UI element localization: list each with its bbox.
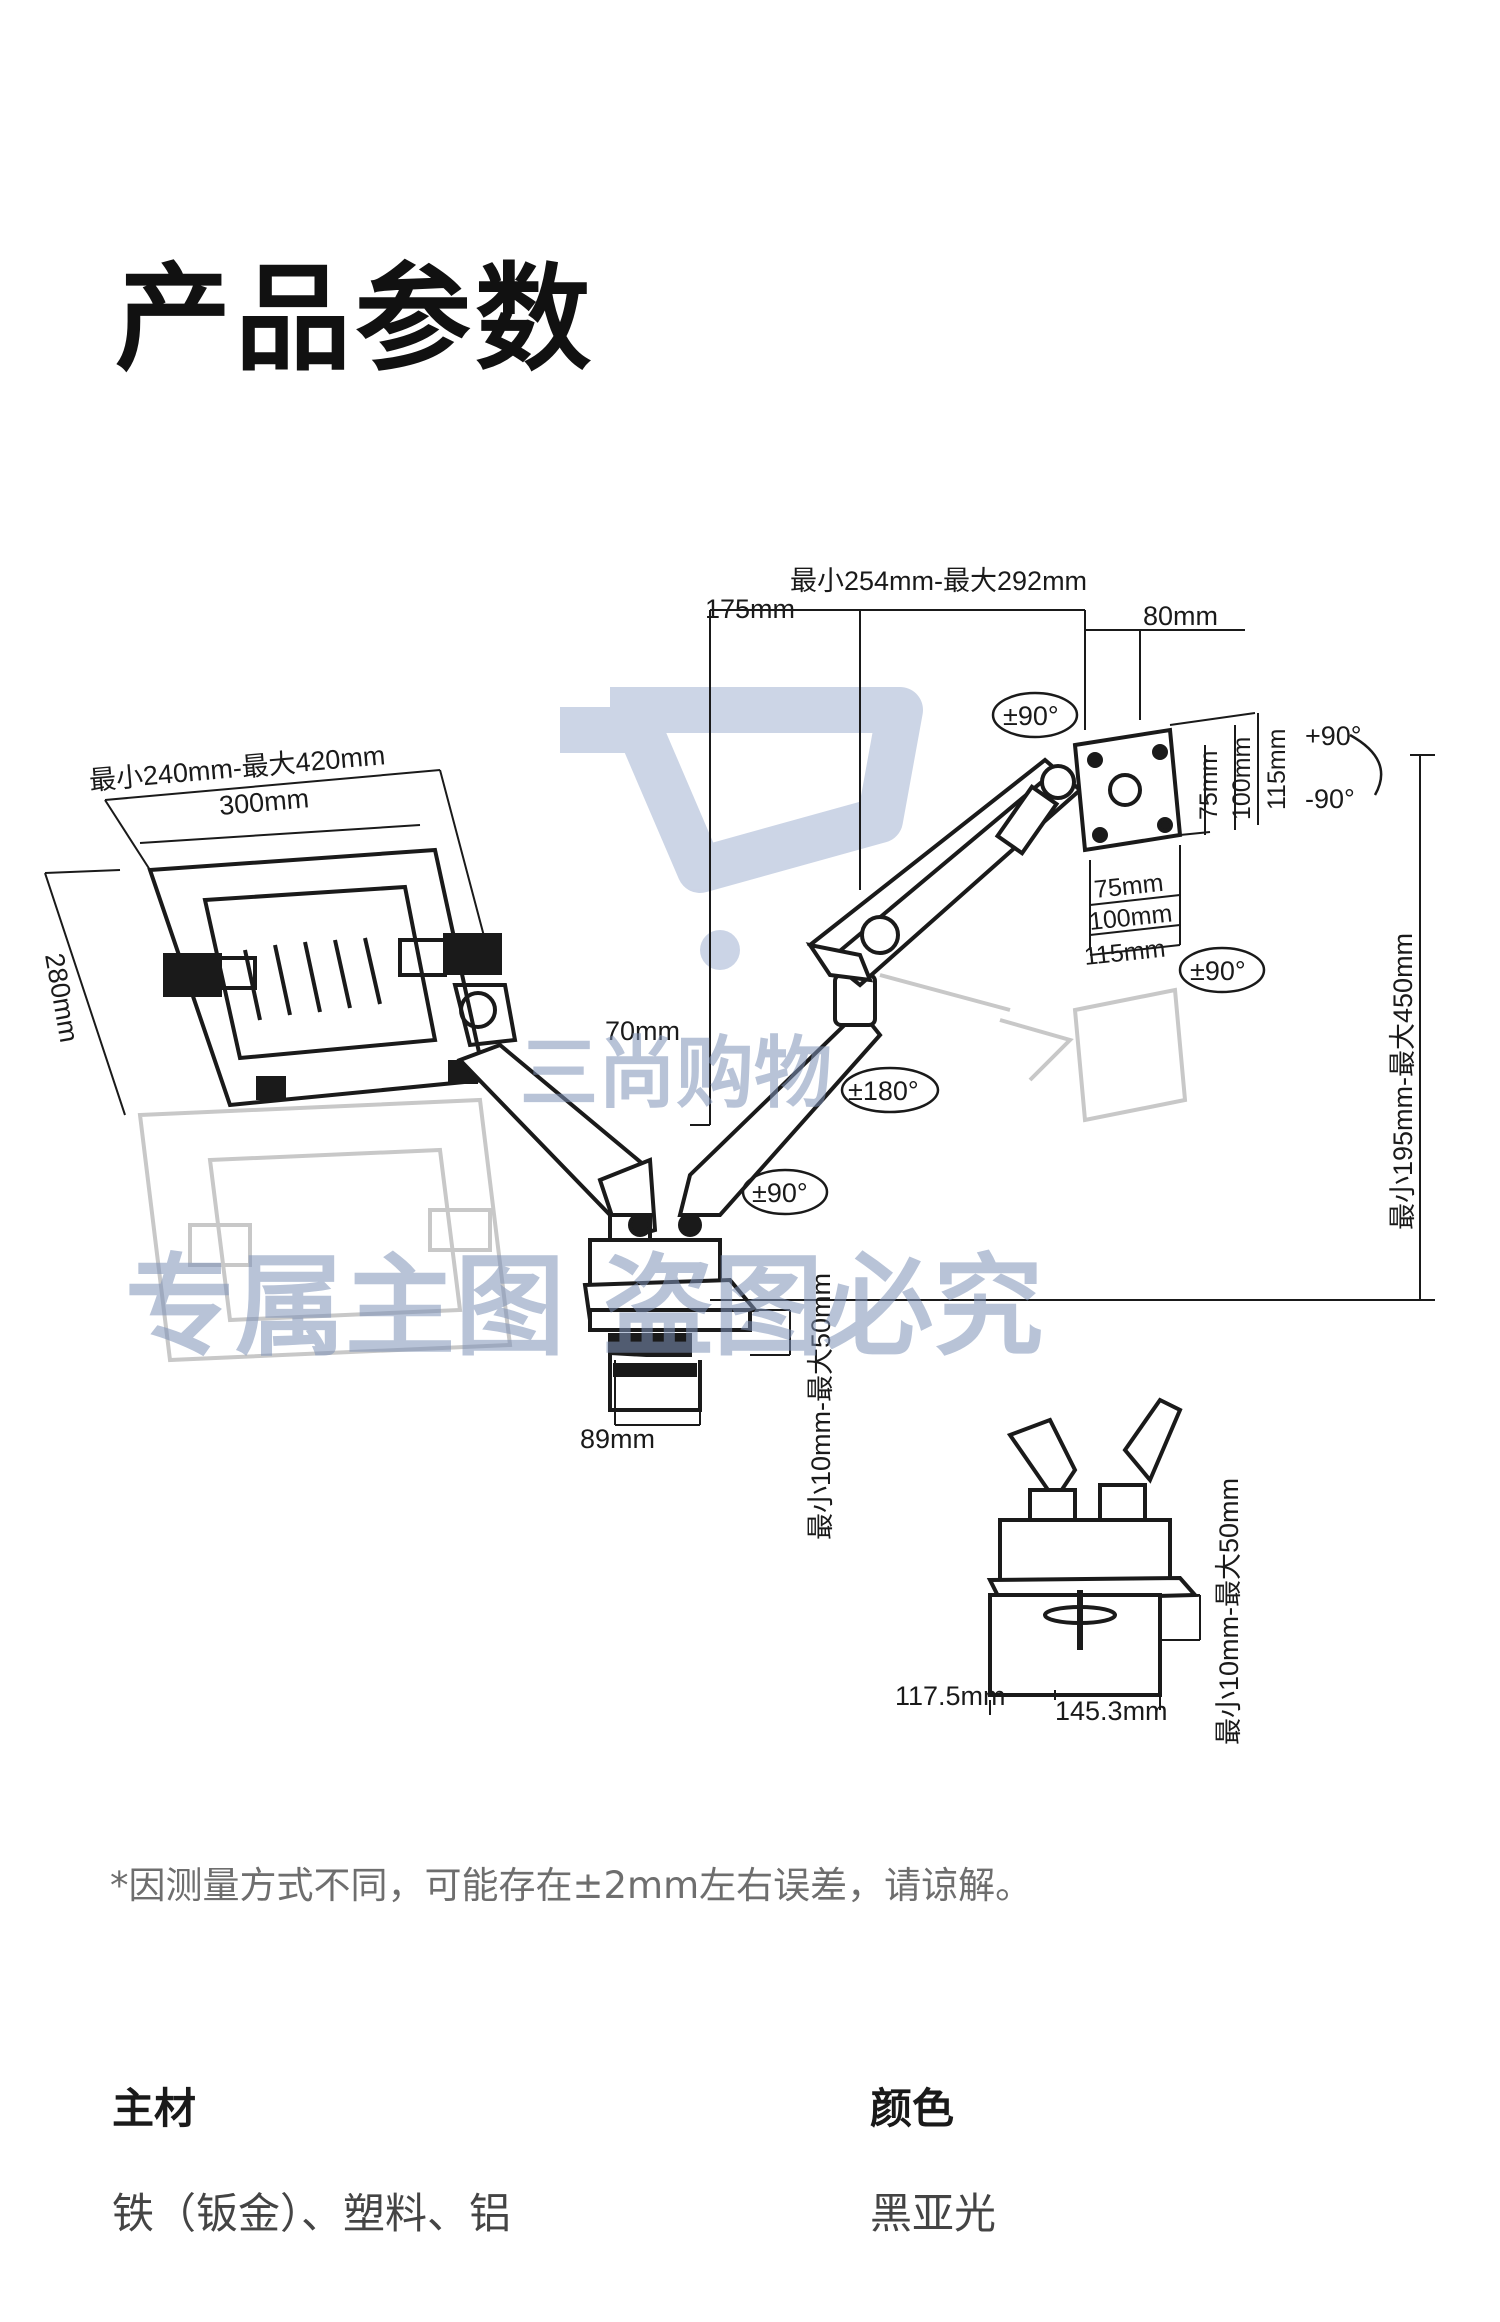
- dim-rot-180: ±180°: [848, 1076, 919, 1106]
- dim-rot-top: ±90°: [1003, 701, 1059, 731]
- dim-vesa-100-h: 100mm: [1088, 899, 1174, 936]
- watermark-brand: 三尚购物: [520, 1029, 832, 1119]
- dim-280: 280mm: [39, 951, 84, 1045]
- spec-value-material: 铁（钣金）、塑料、铝: [112, 2189, 512, 2238]
- laptop-dimension-lines: [44, 769, 486, 1116]
- ghost-laptop-tray: [137, 1097, 513, 1363]
- dim-base-width: 145.3mm: [1055, 1696, 1168, 1726]
- spec-label-material: 主材: [112, 2084, 197, 2133]
- vesa-dimension-lines: [1089, 712, 1259, 956]
- measurement-note: *因测量方式不同，可能存在±2mm左右误差，请谅解。: [110, 1864, 1033, 1907]
- right-arm: [677, 757, 1084, 1217]
- dim-base-depth: 117.5mm: [895, 1681, 1006, 1711]
- page-title: 产品参数: [115, 252, 595, 387]
- dim-175: 175mm: [705, 594, 795, 624]
- dimension-lines: [614, 609, 1435, 1426]
- laptop-tray: [147, 847, 518, 1108]
- spec-label-color: 颜色: [870, 2084, 955, 2133]
- ghost-vesa-plate: [879, 973, 1188, 1123]
- dim-tilt-down: -90°: [1305, 784, 1355, 814]
- spec-value-color: 黑亚光: [870, 2189, 997, 2238]
- dim-vesa-100-v: 100mm: [1228, 737, 1256, 820]
- dim-vesa-75-v: 75mm: [1195, 751, 1223, 820]
- dim-clamp-range: 最小10mm-最大50mm: [806, 1273, 836, 1540]
- dim-clamp-range-2: 最小10mm-最大50mm: [1214, 1478, 1244, 1745]
- dim-height-range: 最小195mm-最大450mm: [1388, 933, 1418, 1230]
- dim-vesa-115-h: 115mm: [1083, 935, 1167, 971]
- vesa-plate: [1072, 727, 1183, 853]
- base-detail-view: [986, 1397, 1200, 1697]
- rotation-arrows: [741, 691, 1383, 1216]
- dim-89: 89mm: [580, 1424, 655, 1454]
- dim-top-range: 最小254mm-最大292mm: [790, 566, 1087, 596]
- watermark-notice: 专属主图 盗图必究: [125, 1243, 1043, 1371]
- dim-300: 300mm: [218, 783, 310, 821]
- dim-80: 80mm: [1143, 601, 1218, 631]
- dim-vesa-115-v: 115mm: [1263, 728, 1291, 810]
- dim-rot-vesa: ±90°: [1190, 956, 1246, 986]
- dim-70: 70mm: [605, 1016, 680, 1046]
- dim-tilt-up: +90°: [1305, 721, 1362, 751]
- dim-rot-base: ±90°: [752, 1178, 808, 1208]
- base-detail-dimension-lines: [989, 1594, 1201, 1715]
